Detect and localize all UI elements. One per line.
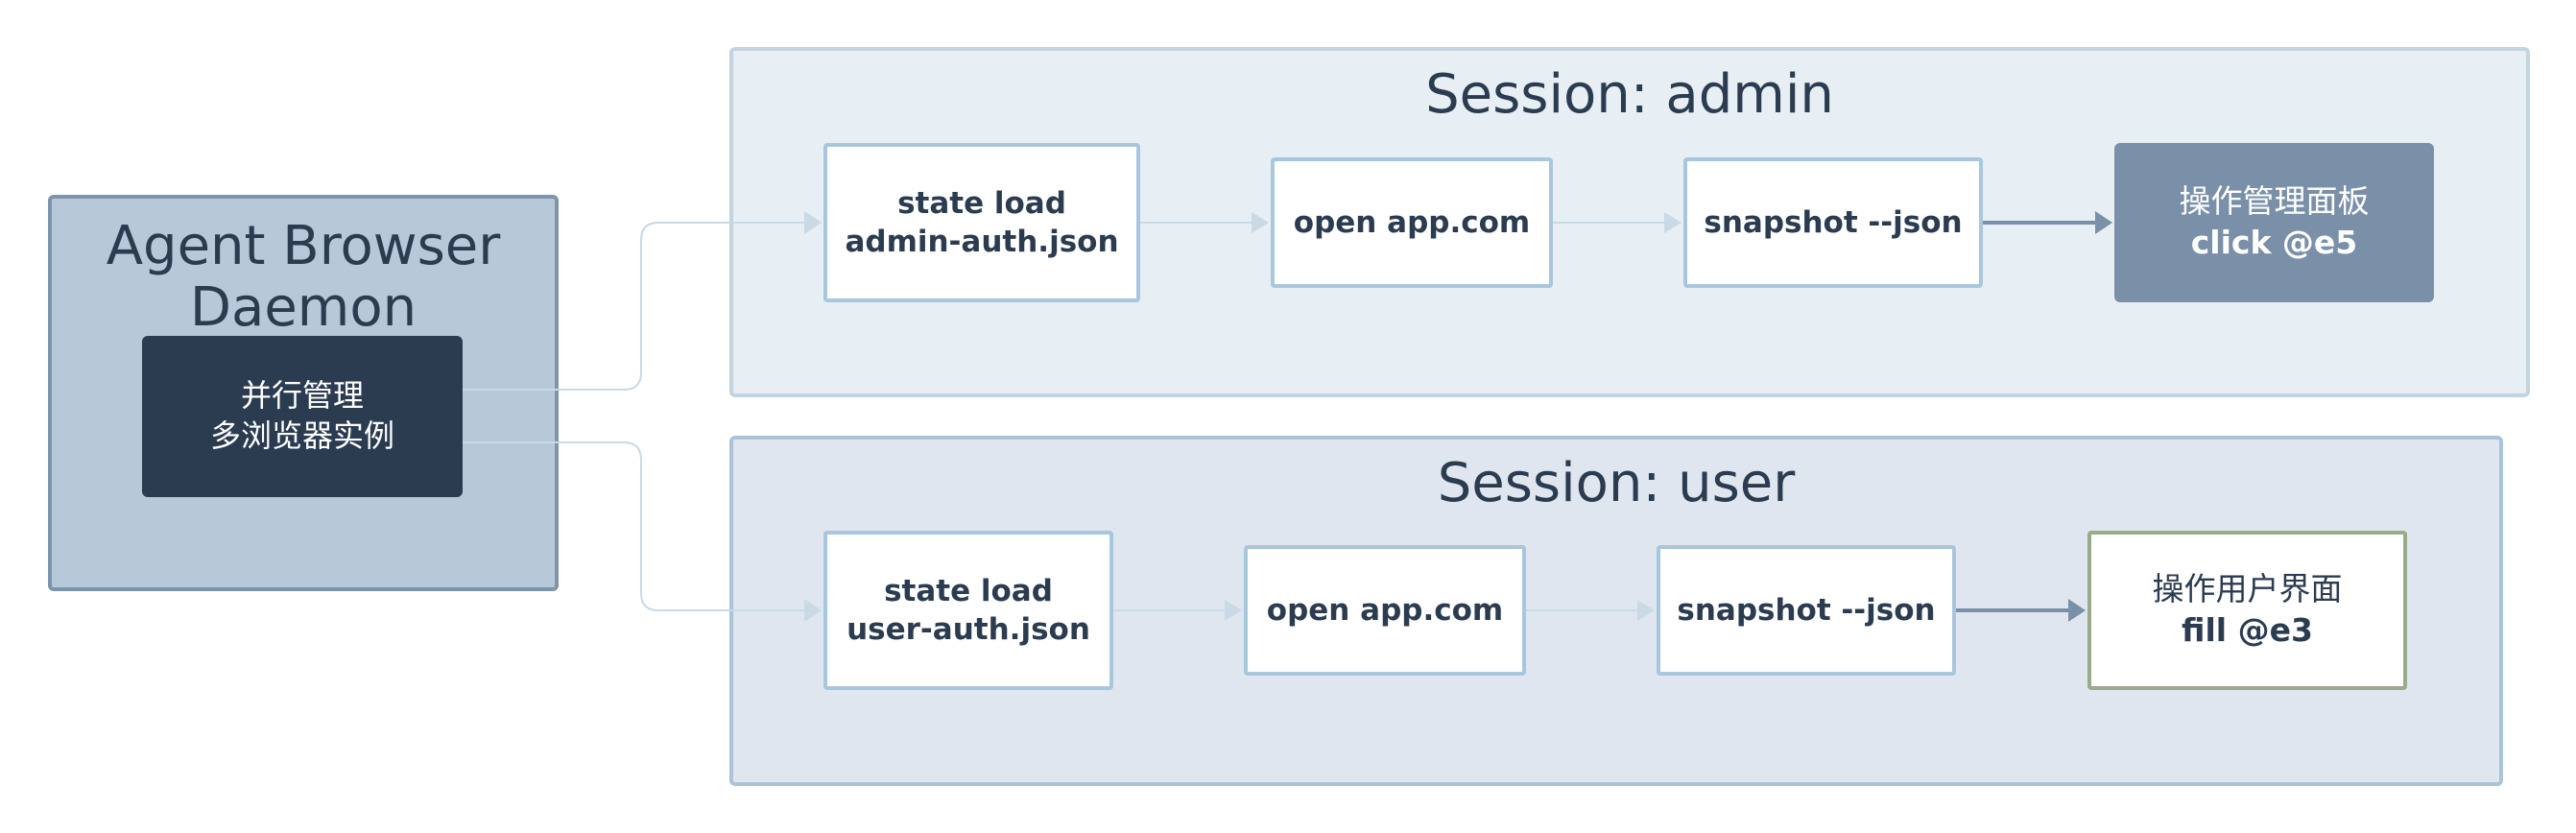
step-line1: state load <box>897 185 1066 221</box>
daemon-title-line1: Agent Browser <box>106 215 501 277</box>
final-line2: fill @e3 <box>2182 611 2313 649</box>
final-line1: 操作用户界面 <box>2152 570 2343 608</box>
final-line1: 操作管理面板 <box>2179 182 2370 221</box>
step-line2: admin-auth.json <box>845 225 1119 259</box>
user-step-snapshot: snapshot --json <box>1657 545 1956 676</box>
admin-final-action: 操作管理面板 click @e5 <box>2114 143 2434 302</box>
step-line1: state load <box>884 573 1053 608</box>
admin-step-state-load: state load admin-auth.json <box>823 143 1140 302</box>
step-line1: snapshot --json <box>1677 592 1936 628</box>
admin-step-snapshot: snapshot --json <box>1683 157 1983 288</box>
step-line1: open app.com <box>1266 592 1504 628</box>
user-step-open: open app.com <box>1244 545 1526 676</box>
step-line1: open app.com <box>1293 204 1531 240</box>
final-line2: click @e5 <box>2190 224 2358 261</box>
daemon-title: Agent Browser Daemon <box>52 216 555 339</box>
user-final-action: 操作用户界面 fill @e3 <box>2087 531 2407 690</box>
core-line1: 并行管理 <box>240 377 364 415</box>
admin-step-open: open app.com <box>1271 157 1553 288</box>
step-line2: user-auth.json <box>847 612 1090 647</box>
daemon-title-line2: Daemon <box>189 276 417 339</box>
session-user-title: Session: user <box>1437 452 1796 514</box>
session-admin-title: Session: admin <box>1425 63 1834 126</box>
step-line1: snapshot --json <box>1704 204 1963 240</box>
daemon-core-node: 并行管理 多浏览器实例 <box>142 336 463 497</box>
user-step-state-load: state load user-auth.json <box>823 531 1113 690</box>
core-line2: 多浏览器实例 <box>209 417 394 454</box>
